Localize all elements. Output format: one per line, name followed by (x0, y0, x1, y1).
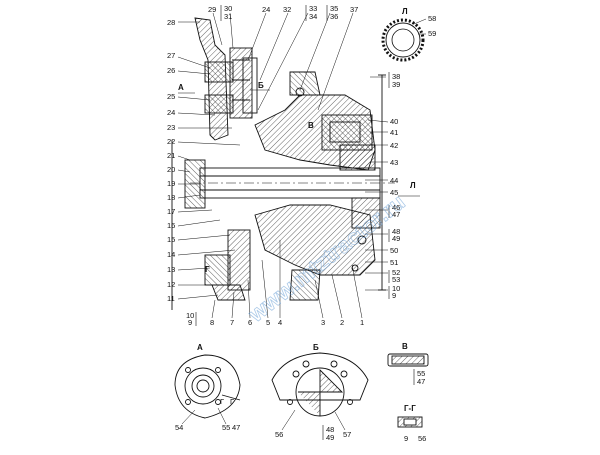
view-marker-b: Б (258, 81, 264, 90)
callout-48-b: 48 (326, 425, 334, 434)
callout-18: 18 (167, 193, 175, 202)
callout-19: 19 (167, 179, 175, 188)
view-marker-l: Л (410, 181, 416, 190)
callout-20: 20 (167, 165, 175, 174)
callout-28: 28 (167, 18, 175, 27)
leader-lines (177, 12, 389, 319)
callout-57: 57 (343, 430, 351, 439)
callout-43: 43 (390, 158, 398, 167)
callout-47: 47 (392, 210, 400, 219)
callout-4: 4 (278, 318, 282, 327)
callout-56-gg: 56 (418, 434, 426, 443)
callout-9-right: 9 (392, 291, 396, 300)
callout-47-v: 47 (417, 377, 425, 386)
callout-24: 24 (167, 108, 175, 117)
callout-2: 2 (340, 318, 344, 327)
callout-25: 25 (167, 92, 175, 101)
callout-14: 14 (167, 250, 175, 259)
view-gg: Г-Г 9 56 (397, 404, 426, 443)
callout-9-gg: 9 (404, 434, 408, 443)
callout-46: 46 (392, 203, 400, 212)
callout-6: 6 (248, 318, 252, 327)
callout-51: 51 (390, 258, 398, 267)
callout-32: 32 (283, 5, 291, 14)
callout-21: 21 (167, 151, 175, 160)
view-gg-title: Г-Г (404, 404, 416, 413)
view-v: В 55 47 (387, 342, 429, 386)
callout-50: 50 (390, 246, 398, 255)
callout-11: 11 (167, 294, 175, 303)
view-marker-g: Г (205, 265, 210, 274)
callout-42: 42 (390, 141, 398, 150)
callout-39: 39 (392, 80, 400, 89)
callout-numbers-bottom: 10 9 8 7 6 5 4 3 2 1 (186, 311, 364, 327)
callout-5: 5 (266, 318, 270, 327)
view-a-title: А (197, 343, 203, 352)
callout-37: 37 (350, 5, 358, 14)
callout-numbers-right: 38 39 40 41 42 43 44 45 46 47 48 49 50 5… (388, 72, 400, 300)
view-markers: А Б В Л Г (178, 81, 420, 274)
callout-35: 35 (330, 4, 338, 13)
callout-27: 27 (167, 51, 175, 60)
callout-numbers-top: 29 30 31 24 32 33 34 35 36 37 (208, 4, 358, 21)
callout-55-v: 55 (417, 369, 425, 378)
callout-3: 3 (321, 318, 325, 327)
main-section-view (171, 17, 395, 310)
callout-26: 26 (167, 66, 175, 75)
callout-17: 17 (167, 207, 175, 216)
callout-8: 8 (210, 318, 214, 327)
callout-33: 33 (309, 4, 317, 13)
callout-40: 40 (390, 117, 398, 126)
callout-31: 31 (224, 12, 232, 21)
callout-54: 54 (175, 423, 183, 432)
callout-7: 7 (230, 318, 234, 327)
callout-23: 23 (167, 123, 175, 132)
callout-49: 49 (392, 234, 400, 243)
callout-41: 41 (390, 128, 398, 137)
callout-1: 1 (360, 318, 364, 327)
view-l: Л 58 59 (381, 7, 436, 62)
callout-12: 12 (167, 280, 175, 289)
callout-55-a: 55 (222, 423, 230, 432)
callout-45: 45 (390, 188, 398, 197)
callout-9-bottom: 9 (188, 318, 192, 327)
callout-59: 59 (428, 29, 436, 38)
view-b: Б 56 48 49 57 (271, 343, 369, 442)
callout-44: 44 (390, 176, 398, 185)
callout-16: 16 (167, 221, 175, 230)
callout-10-right: 10 (392, 284, 400, 293)
callout-30: 30 (224, 4, 232, 13)
callout-24-top: 24 (262, 5, 270, 14)
callout-15: 15 (167, 235, 175, 244)
view-a-g2: Г (230, 397, 234, 406)
callout-47-a: 47 (232, 423, 240, 432)
view-marker-a: А (178, 83, 184, 92)
callout-34: 34 (309, 12, 317, 21)
callout-36: 36 (330, 12, 338, 21)
callout-29: 29 (208, 5, 216, 14)
view-l-title: Л (402, 7, 408, 16)
callout-49-b: 49 (326, 433, 334, 442)
view-a-g1: Г (220, 397, 224, 406)
view-a: А Г Г 54 55 47 (174, 343, 241, 432)
callout-numbers-left: 28 27 26 25 24 23 22 21 20 19 18 17 16 1… (167, 18, 175, 303)
callout-52: 52 (392, 268, 400, 277)
callout-53: 53 (392, 275, 400, 284)
callout-13: 13 (167, 265, 175, 274)
callout-10-bottom: 10 (186, 311, 194, 320)
callout-48: 48 (392, 227, 400, 236)
view-marker-v: В (308, 121, 314, 130)
callout-58: 58 (428, 14, 436, 23)
callout-38: 38 (392, 72, 400, 81)
callout-22: 22 (167, 137, 175, 146)
view-b-title: Б (313, 343, 319, 352)
callout-56-b: 56 (275, 430, 283, 439)
view-v-title: В (402, 342, 408, 351)
